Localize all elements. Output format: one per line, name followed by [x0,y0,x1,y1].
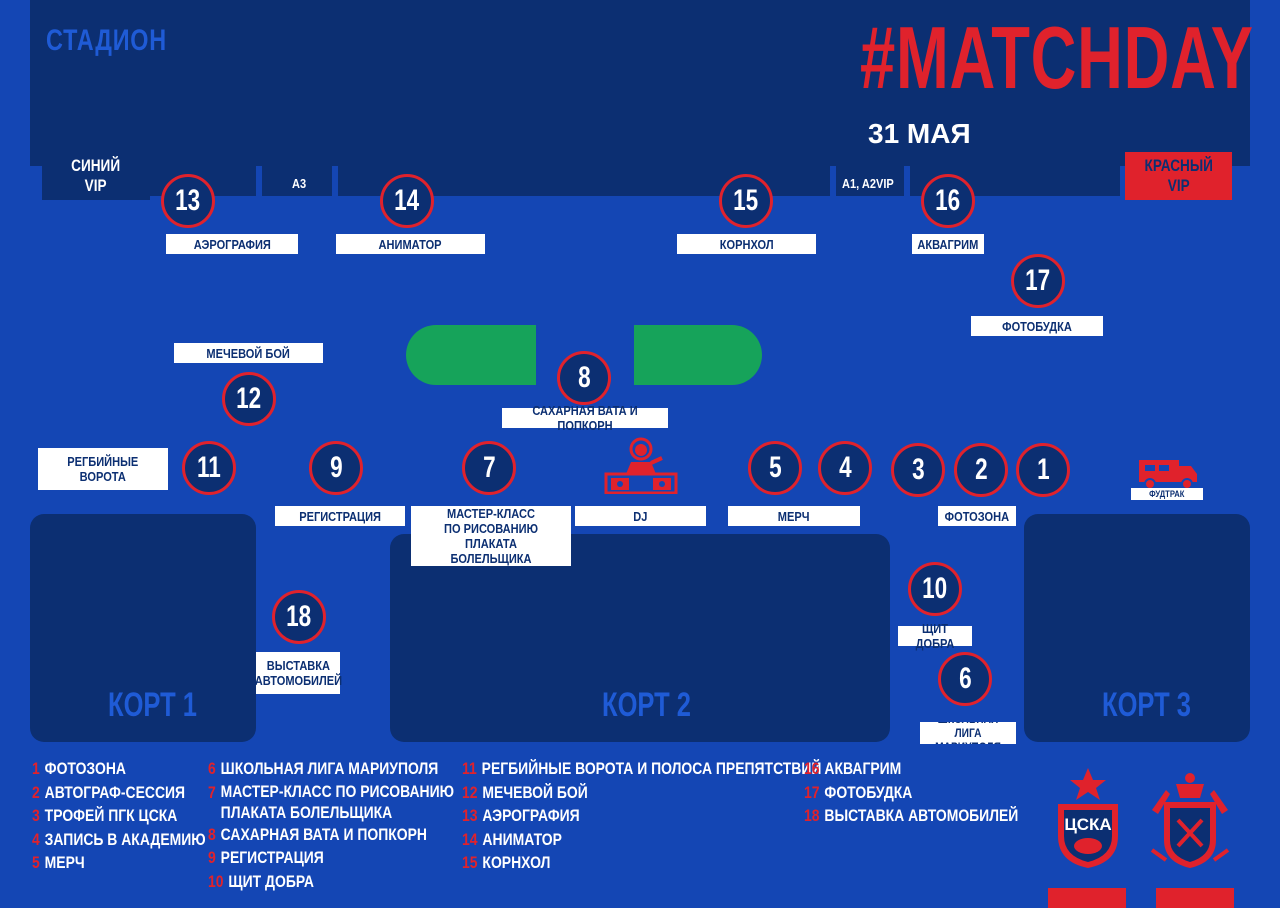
label-car-exhibition: ВЫСТАВКА АВТОМОБИЛЕЙ [254,652,342,694]
court-2-label: КОРТ 2 [602,686,691,724]
green-field-left [406,325,536,385]
stand-segment-a1 [836,166,904,196]
stadium-area [30,0,1250,166]
bottom-red-block-left [1048,888,1126,908]
stand-segment-a3 [262,166,332,196]
marker-4[interactable]: 4 [818,441,872,495]
label-face-painting: АКВАГРИМ [912,234,984,254]
label-rugby-goals: РЕГБИЙНЫЕ ВОРОТА [38,448,168,490]
label-master-class: МАСТЕР-КЛАСС ПО РИСОВАНИЮ ПЛАКАТА БОЛЕЛЬ… [411,506,571,566]
marker-11[interactable]: 11 [182,441,236,495]
marker-14[interactable]: 14 [380,174,434,228]
label-cotton-candy: САХАРНАЯ ВАТА И ПОПКОРН [502,403,668,433]
label-photo-zone: ФОТОЗОНА [938,506,1016,526]
marker-2[interactable]: 2 [954,443,1008,497]
marker-1[interactable]: 1 [1016,443,1070,497]
food-truck-icon [1139,460,1197,490]
sector-a1-a2vip-label: A1, A2VIP [842,176,894,191]
marker-6[interactable]: 6 [938,652,992,706]
label-cornhole: КОРНХОЛ [677,234,816,254]
court-1-label: КОРТ 1 [108,686,197,724]
marker-7[interactable]: 7 [462,441,516,495]
court-1 [30,514,256,742]
marker-9[interactable]: 9 [309,441,363,495]
marker-10[interactable]: 10 [908,562,962,616]
marker-12[interactable]: 12 [222,372,276,426]
label-airbrush: АЭРОГРАФИЯ [166,234,298,254]
court-3 [1024,514,1250,742]
marker-16[interactable]: 16 [921,174,975,228]
stadium-label: СТАДИОН [46,24,167,57]
dj-icon [604,437,678,494]
label-registration: РЕГИСТРАЦИЯ [275,506,405,526]
coat-of-arms-icon [1150,773,1230,868]
blue-vip-zone: СИНИЙ VIP [42,152,150,200]
label-dj: DJ [575,506,706,526]
bottom-red-block-right [1156,888,1234,908]
cska-logo-text: ЦСКА [1064,815,1111,834]
label-sword-fight: МЕЧЕВОЙ БОЙ [174,343,323,363]
marker-3[interactable]: 3 [891,443,945,497]
label-school-league: ШКОЛЬНАЯ ЛИГА МАРИУПОЛЯ [920,722,1016,744]
marker-13[interactable]: 13 [161,174,215,228]
label-food-truck: ФУДТРАК [1131,488,1203,500]
court-3-label: КОРТ 3 [1102,686,1191,724]
label-animator: АНИМАТОР [336,234,485,254]
event-date: 31 МАЯ [868,118,971,149]
label-merch: МЕРЧ [728,506,860,526]
green-field-right [634,325,762,385]
label-shield-of-kindness: ЩИТ ДОБРА [898,621,972,651]
court-2 [390,534,890,742]
marker-15[interactable]: 15 [719,174,773,228]
label-photo-booth: ФОТОБУДКА [971,316,1103,336]
marker-17[interactable]: 17 [1011,254,1065,308]
marker-8[interactable]: 8 [557,351,611,405]
marker-5[interactable]: 5 [748,441,802,495]
red-vip-zone: КРАСНЫЙ VIP [1125,152,1232,200]
sector-a3-label: A3 [292,176,307,191]
cska-logo: ЦСКА [1058,768,1118,868]
event-title: #MATCHDAY [860,8,1254,107]
marker-18[interactable]: 18 [272,590,326,644]
